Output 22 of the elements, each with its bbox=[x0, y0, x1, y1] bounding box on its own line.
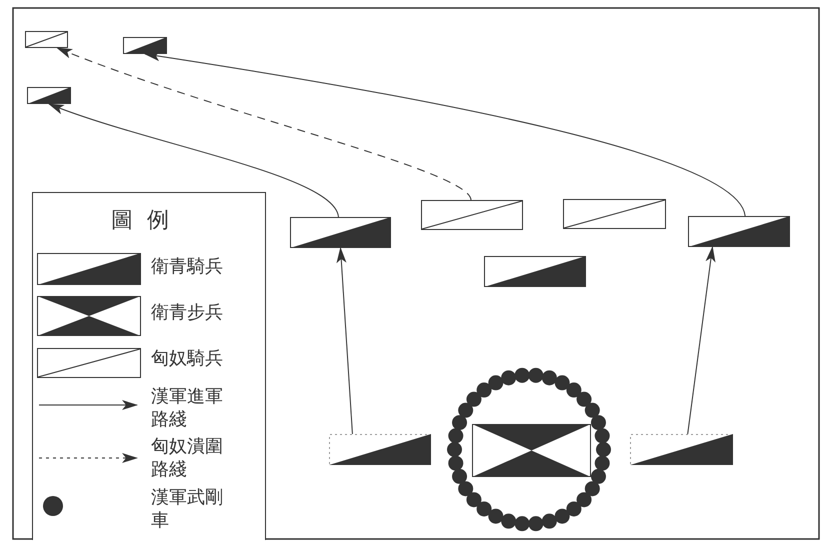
arrow bbox=[56, 48, 472, 200]
arrow bbox=[687, 246, 716, 434]
legend-text: 匈奴潰圍路綫 bbox=[151, 435, 224, 481]
hun-cavalry-symbol bbox=[563, 199, 666, 229]
legend-title: 圖例 bbox=[111, 207, 183, 235]
hun-cavalry-symbol bbox=[25, 31, 68, 48]
cavalry-symbol bbox=[27, 87, 71, 104]
cavalry-symbol bbox=[123, 37, 167, 54]
legend-text: 衛青步兵 bbox=[151, 301, 224, 324]
legend-text: 衛青騎兵 bbox=[151, 255, 224, 278]
cavalry-symbol bbox=[329, 434, 431, 465]
cavalry-symbol bbox=[484, 256, 586, 287]
cavalry-symbol bbox=[630, 434, 733, 465]
arrow bbox=[48, 104, 339, 218]
legend-text: 匈奴騎兵 bbox=[151, 347, 224, 370]
hun-cavalry-symbol bbox=[421, 200, 523, 230]
legend-text: 漢軍武剛車 bbox=[151, 486, 224, 532]
infantry-symbol bbox=[472, 424, 591, 477]
legend-text: 漢軍進軍路綫 bbox=[151, 385, 224, 431]
arrow bbox=[336, 247, 353, 434]
cavalry-symbol bbox=[688, 216, 790, 247]
cavalry-symbol bbox=[290, 217, 391, 248]
